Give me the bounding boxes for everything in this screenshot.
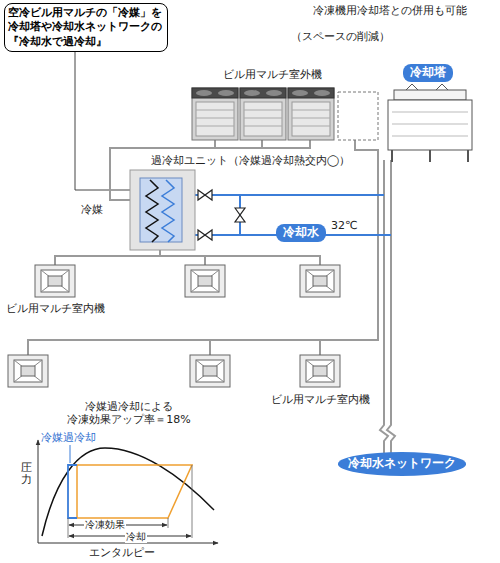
- illustration-part: [198, 230, 212, 240]
- illustration-part: [160, 256, 320, 265]
- illustration-part: [387, 160, 395, 456]
- text-label: ビル用マルチ室内機: [270, 393, 371, 406]
- illustration-part: [240, 88, 286, 140]
- illustration-part: [38, 440, 39, 543]
- text-label: 冷凍機用冷却塔との併用も可能: [312, 4, 468, 17]
- illustration-part: [55, 250, 160, 265]
- illustration-part: [195, 194, 384, 196]
- text-label: 圧力: [20, 462, 33, 486]
- text-label: エンタルピー: [88, 546, 156, 559]
- indoor-unit: [8, 265, 340, 387]
- text-label: ビル用マルチ室内機: [5, 302, 106, 315]
- text-label: 32℃: [330, 219, 358, 232]
- label-pill: 冷却水ネットワーク: [338, 452, 466, 476]
- outdoor-unit: [192, 88, 378, 140]
- text-label: 冷凍効果: [84, 519, 126, 531]
- illustration-part: [392, 150, 468, 162]
- text-label: ビル用マルチ室外機: [222, 68, 323, 81]
- illustration-part: [140, 178, 182, 242]
- node-text: 空冷ビル用マルチの「冷媒」を 冷却塔や冷却水ネットワークの 『冷却水で過冷却』: [8, 6, 164, 49]
- illustration-part: [406, 84, 448, 90]
- illustration-part: [392, 112, 468, 136]
- node-text: 冷却水: [283, 225, 319, 241]
- illustration-part: [8, 355, 48, 387]
- illustration-part: [319, 340, 321, 355]
- node-text: 冷却水ネットワーク: [348, 456, 456, 472]
- illustration-part: [68, 465, 192, 538]
- text-label: 過冷却ユニット（冷媒過冷却熱交内◯）: [150, 154, 351, 167]
- illustration-part: [198, 190, 212, 200]
- callout-box: 空冷ビル用マルチの「冷媒」を 冷却塔や冷却水ネットワークの 『冷却水で過冷却』: [4, 3, 168, 52]
- text-label: 冷媒過冷却: [40, 431, 97, 444]
- illustration-part: [192, 88, 238, 140]
- illustration-part: [388, 100, 472, 150]
- illustration-part: [235, 208, 245, 222]
- illustration-part: [380, 160, 388, 456]
- node-text: 冷却塔: [410, 65, 446, 81]
- illustration-part: [288, 88, 334, 140]
- illustration-part: [146, 180, 158, 242]
- illustration-part: [215, 140, 310, 148]
- cooling-tower: [388, 84, 472, 162]
- illustration-part: [300, 355, 340, 387]
- illustration-part: [338, 92, 378, 140]
- illustration-part: [35, 265, 75, 297]
- illustration-part: [204, 256, 206, 265]
- label-pill: 冷却水: [276, 224, 326, 242]
- illustration-part: [261, 140, 263, 148]
- text-label: （スペースの削減）: [290, 30, 391, 43]
- leader-line: [75, 52, 140, 190]
- illustration-part: [68, 465, 77, 518]
- subcooling-unit: [130, 170, 195, 250]
- illustration-part: [209, 340, 211, 355]
- illustration-part: [300, 265, 340, 297]
- illustration-part: [185, 265, 225, 297]
- illustration-part: [77, 465, 192, 518]
- refrigerant-pipe: [28, 140, 378, 355]
- illustration-part: [162, 180, 174, 242]
- illustration-part: [70, 445, 71, 463]
- illustration-part: [394, 90, 466, 100]
- illustration-part: [190, 355, 230, 387]
- text-label: 冷却: [125, 531, 147, 543]
- illustration-part: [130, 170, 195, 250]
- label-pill: 冷却塔: [403, 64, 453, 82]
- water-riser: [380, 160, 395, 456]
- text-label: 冷媒: [80, 203, 104, 216]
- illustration-part: [28, 140, 378, 355]
- valve-symbol: [198, 190, 245, 240]
- text-label: 冷媒過冷却による 冷凍効果アップ率＝18%: [58, 400, 200, 426]
- ph-chart: [38, 440, 218, 543]
